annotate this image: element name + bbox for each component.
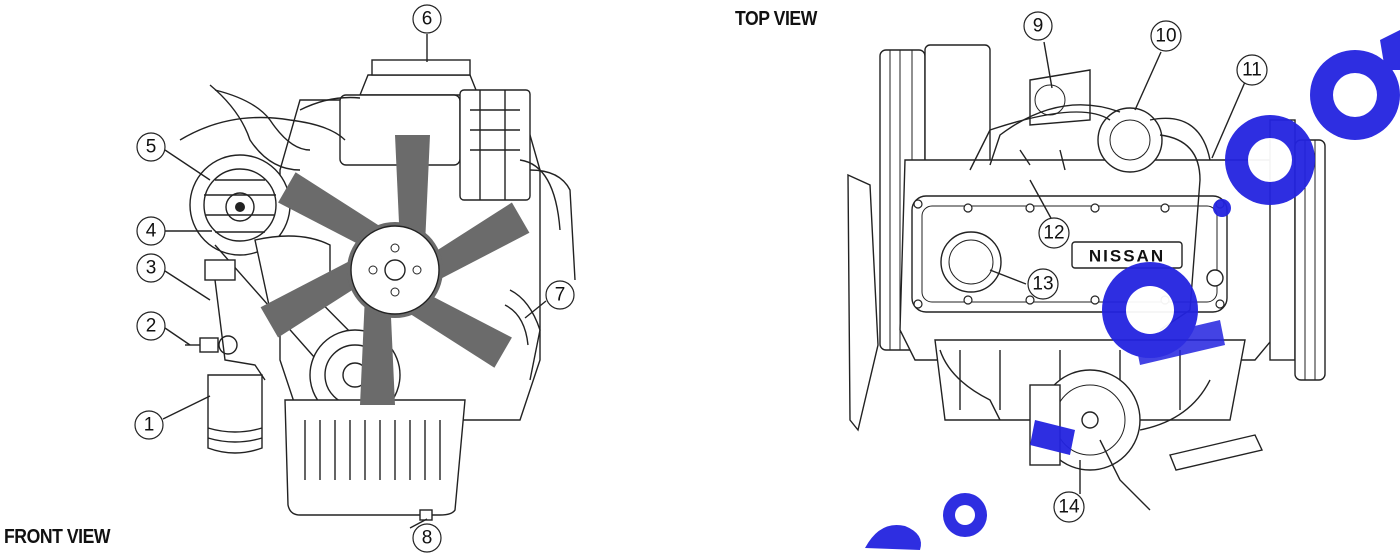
front-view-label: FRONT VIEW [4,526,111,548]
callout-13-number: 13 [1032,274,1053,295]
callout-3: 3 [136,253,166,283]
nissan-logo-text: NISSAN [1089,247,1165,266]
top-view-label: TOP VIEW [735,8,817,30]
drain-plug [419,509,433,521]
callout-1-number: 1 [144,415,155,436]
callout-4-number: 4 [146,221,157,242]
callout-14: 14 [1053,491,1085,523]
callout-10: 10 [1150,20,1182,52]
callout-4: 4 [136,216,166,246]
callout-12-number: 12 [1043,223,1064,244]
oil-filler-cap [940,231,1002,293]
callout-10-number: 10 [1155,26,1176,47]
callout-2: 2 [136,311,166,341]
callout-5: 5 [136,132,166,162]
top-view-engine: NISSAN [847,44,1326,511]
distributor [1097,107,1163,173]
callout-6-number: 6 [422,9,433,30]
callout-6: 6 [412,4,442,34]
callout-8: 8 [412,523,442,553]
callout-14-number: 14 [1058,497,1080,518]
callout-2-number: 2 [146,316,157,337]
callout-9-number: 9 [1033,16,1044,37]
callout-12: 12 [1038,217,1070,249]
oil-pan [284,399,466,516]
hose-right [529,169,576,281]
callout-1: 1 [134,410,164,440]
callout-13: 13 [1027,268,1059,300]
callout-7-number: 7 [555,285,566,306]
front-view-engine [179,59,576,521]
callout-8-number: 8 [422,528,433,549]
callout-5-number: 5 [146,137,157,158]
callout-3-number: 3 [146,258,157,279]
callout-11-number: 11 [1242,60,1262,81]
callout-11: 11 [1236,54,1268,86]
callout-7: 7 [545,280,575,310]
watermark-graphic [865,30,1400,550]
air-cleaner-lid [371,59,471,76]
oil-filter [207,374,263,454]
callout-9: 9 [1023,11,1053,41]
carburetor [459,89,531,201]
leader-lines [162,34,1246,529]
fan-edge [847,173,879,432]
